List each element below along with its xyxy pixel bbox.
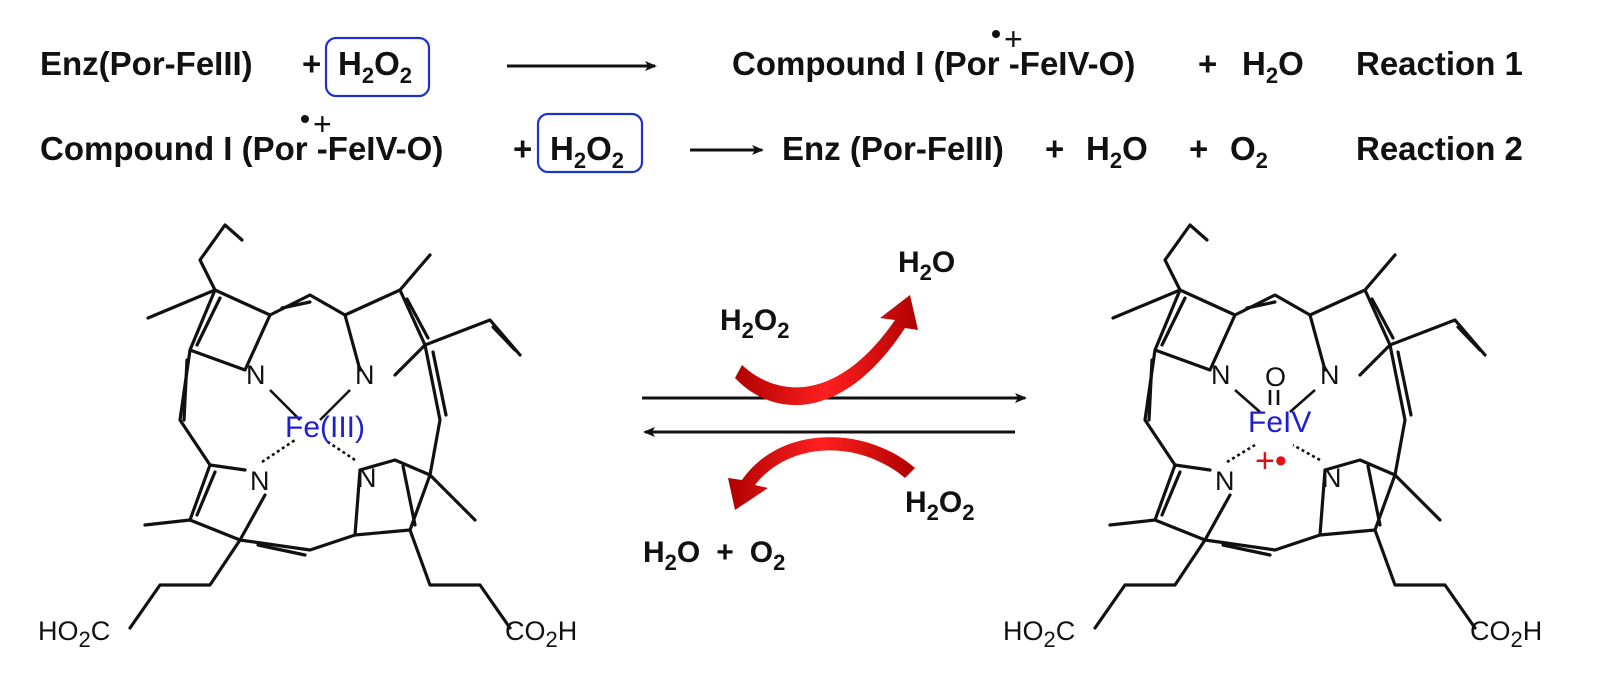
left-acid-right: CO2H: [505, 616, 577, 652]
bottom-h2o2: H2O2: [905, 486, 975, 525]
r2-h2o2: H2O2: [550, 130, 624, 173]
reaction-1: Enz(Por-FeIII) + H2O2 Compound I (Por -F…: [40, 21, 1523, 98]
r1-cation-charge: +: [1004, 21, 1023, 57]
r2-plus-3: +: [1189, 130, 1208, 167]
top-curved-arrow: [735, 295, 918, 406]
left-n-2: N: [355, 360, 375, 390]
reaction-2: Compound I (Por -FeIV-O) + + H2O2 Enz (P…: [40, 106, 1523, 174]
r1-water: H2O: [1242, 45, 1304, 88]
right-acid-right: CO2H: [1470, 616, 1542, 652]
r1-plus: +: [302, 45, 321, 82]
left-metal-label: Fe(III): [285, 411, 365, 444]
r2-radical-dot: [301, 115, 309, 123]
r2-compound-i: Compound I (Por -FeIV-O): [40, 130, 443, 167]
r1-compound-i: Compound I (Por -FeIV-O): [732, 45, 1135, 82]
equilibrium-arrows: H2O2 H2O H2O2 H2O+O2: [642, 246, 1027, 575]
r1-reactant-enzyme: Enz(Por-FeIII): [40, 45, 253, 82]
porphyrin-fe-iii-bonds: [128, 223, 522, 630]
right-radical-cation: +•: [1255, 442, 1287, 480]
top-h2o2: H2O2: [720, 304, 790, 343]
left-n-1: N: [246, 360, 266, 390]
r2-cation-charge: +: [313, 106, 332, 142]
left-acid-left: HO2C: [38, 616, 110, 652]
right-n-3: N: [1215, 466, 1235, 496]
r1-h2o2: H2O2: [338, 45, 412, 88]
bottom-h2o-o2: H2O+O2: [643, 536, 785, 575]
r2-oxygen: O2: [1230, 130, 1268, 173]
r1-radical-dot: [992, 30, 1000, 38]
left-n-3: N: [250, 466, 270, 496]
right-n-1: N: [1211, 360, 1231, 390]
reaction-1-label: Reaction 1: [1356, 45, 1523, 82]
right-acid-left: HO2C: [1003, 616, 1075, 652]
r2-plus: +: [513, 130, 532, 167]
reaction-2-label: Reaction 2: [1356, 130, 1523, 167]
top-h2o: H2O: [898, 246, 955, 285]
right-metal-label: FeIV: [1248, 406, 1311, 439]
porphyrin-fe-iii: N N N N Fe(III) HO2C CO2H: [38, 223, 577, 652]
right-n-4: N: [1322, 463, 1342, 493]
r2-h2o2-box: [536, 112, 644, 174]
r2-plus-2: +: [1045, 130, 1064, 167]
r2-water: H2O: [1086, 130, 1148, 173]
left-n-4: N: [357, 463, 377, 493]
right-n-2: N: [1320, 360, 1340, 390]
r1-h2o2-box: [324, 36, 431, 98]
porphyrin-compound-i-bonds: [1093, 223, 1487, 630]
r1-plus-2: +: [1198, 45, 1217, 82]
bottom-curved-arrow: [728, 437, 915, 510]
porphyrin-compound-i: N N N N O FeIV +• HO2C CO2H: [1003, 223, 1542, 652]
r2-enzyme: Enz (Por-FeIII): [782, 130, 1004, 167]
right-oxo: O: [1265, 362, 1286, 392]
